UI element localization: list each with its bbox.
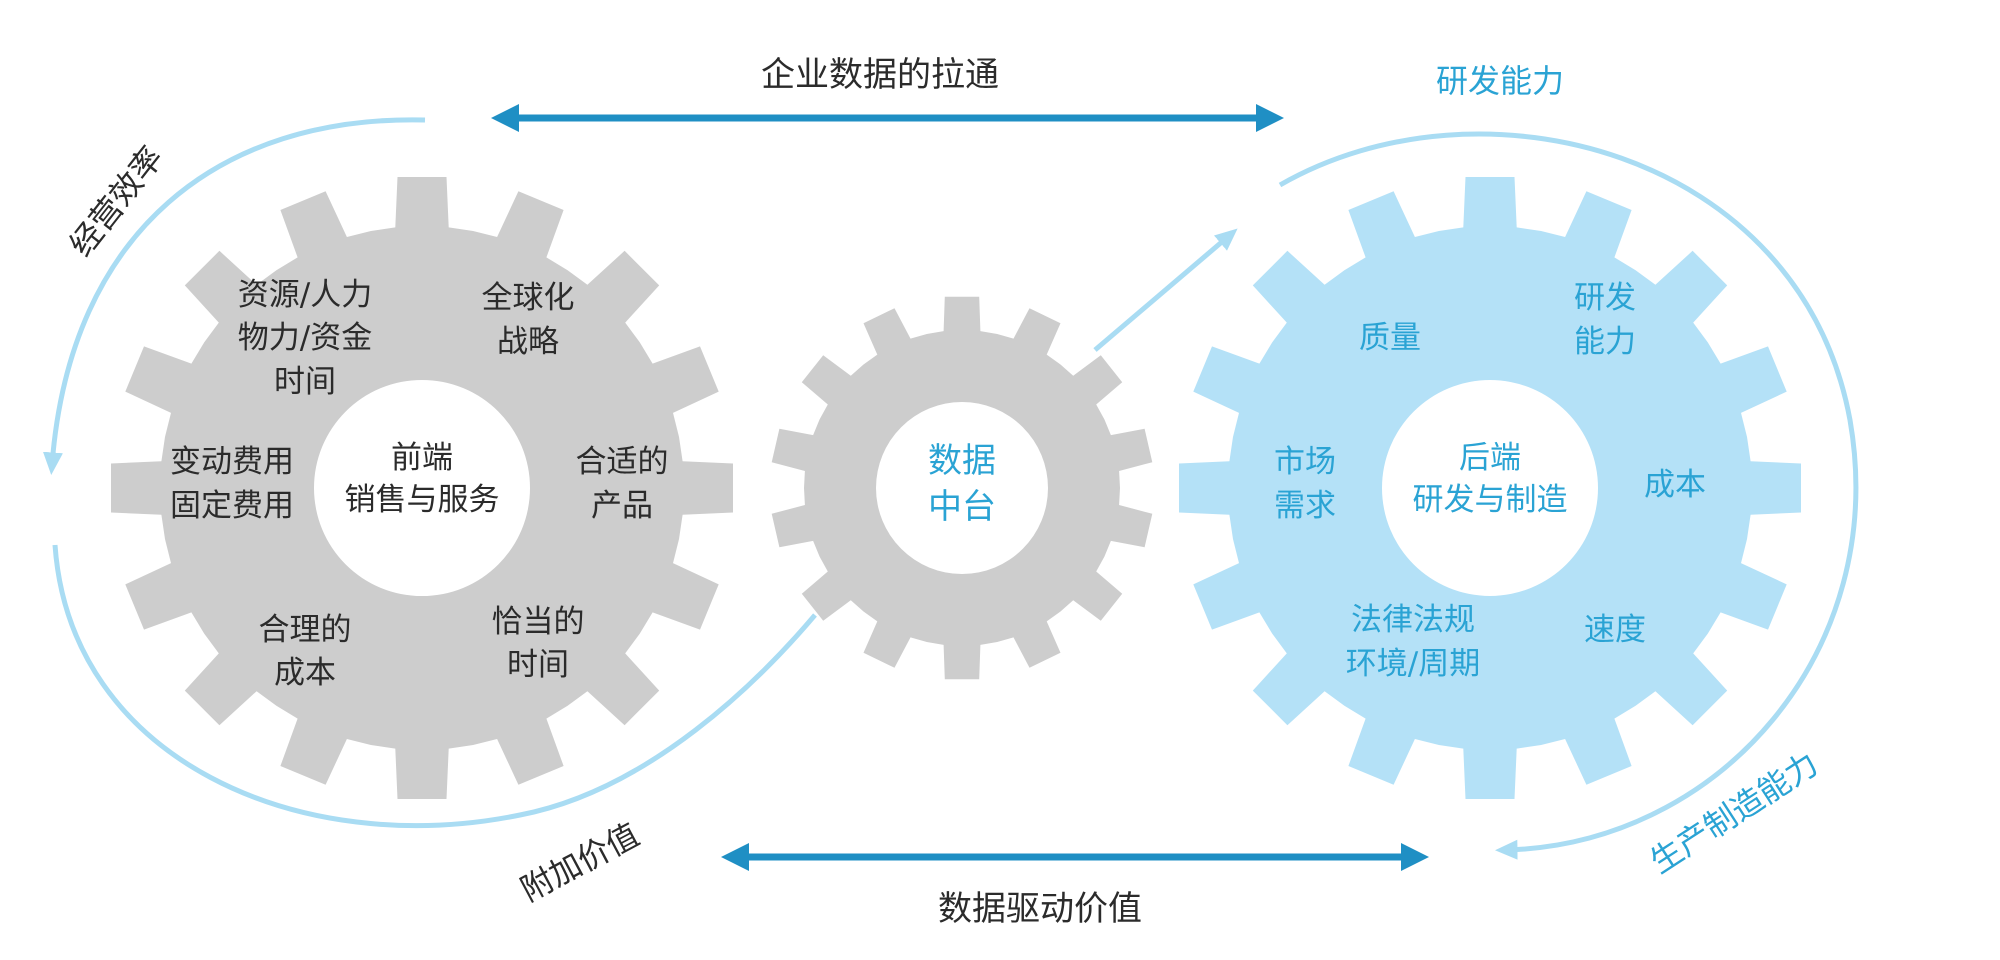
left-loop-arc [42,117,426,475]
label-proper-time-2: 时间 [507,647,569,683]
right-center-line2: 研发与制造 [1413,482,1568,518]
right-center-line1: 后端 [1459,440,1521,476]
label-speed: 速度 [1584,612,1646,648]
label-reasonable-cost-2: 成本 [274,655,336,691]
label-law-1: 法律法规 [1351,602,1475,638]
arc-label-added-value: 附加价值 [514,815,645,909]
label-resources-2: 物力/资金 [238,320,372,356]
label-resources-3: 时间 [274,364,336,400]
right-loop-arc [1278,131,1859,860]
left-gear [111,177,733,799]
left-center-line2: 销售与服务 [345,482,500,518]
middle-line1: 数据 [928,441,996,481]
connector-arc [1093,228,1238,352]
top-arrow-label: 企业数据的拉通 [761,55,999,95]
label-global-1: 全球化 [482,280,575,316]
middle-line2: 中台 [928,487,996,527]
label-resources-1: 资源/人力 [238,277,372,313]
label-product-2: 产品 [591,488,653,524]
arc-label-operating-efficiency: 经营效率 [62,139,171,263]
label-rnd-1: 研发 [1574,280,1636,316]
middle-gear [771,296,1153,680]
bottom-arrow-label: 数据驱动价值 [938,889,1142,929]
label-law-2: 环境/周期 [1346,646,1480,682]
left-center-line1: 前端 [391,440,453,476]
label-cost: 成本 [1644,467,1706,503]
label-rnd-2: 能力 [1574,324,1636,360]
label-cost-type-2: 固定费用 [170,488,294,524]
label-proper-time-1: 恰当的 [492,604,585,640]
middle-gear-labels: 数据 中台 [928,441,996,527]
right-gear-labels: 后端 研发与制造 质量 研发 能力 市场 需求 成本 法律法规 环境/周期 速度 [1274,280,1706,682]
label-global-2: 战略 [497,324,559,360]
label-cost-type-1: 变动费用 [170,444,294,480]
label-reasonable-cost-1: 合理的 [259,612,352,648]
right-gear [1179,177,1801,799]
arc-label-manufacturing-capability: 生产制造能力 [1643,745,1825,881]
label-quality: 质量 [1359,320,1421,356]
left-gear-labels: 前端 销售与服务 资源/人力 物力/资金 时间 全球化 战略 变动费用 固定费用… [170,277,669,691]
label-market-1: 市场 [1274,444,1336,480]
bottom-left-loop-arc [52,544,817,829]
label-market-2: 需求 [1274,488,1336,524]
label-product-1: 合适的 [576,444,669,480]
arc-label-rnd-capability: 研发能力 [1436,62,1564,100]
